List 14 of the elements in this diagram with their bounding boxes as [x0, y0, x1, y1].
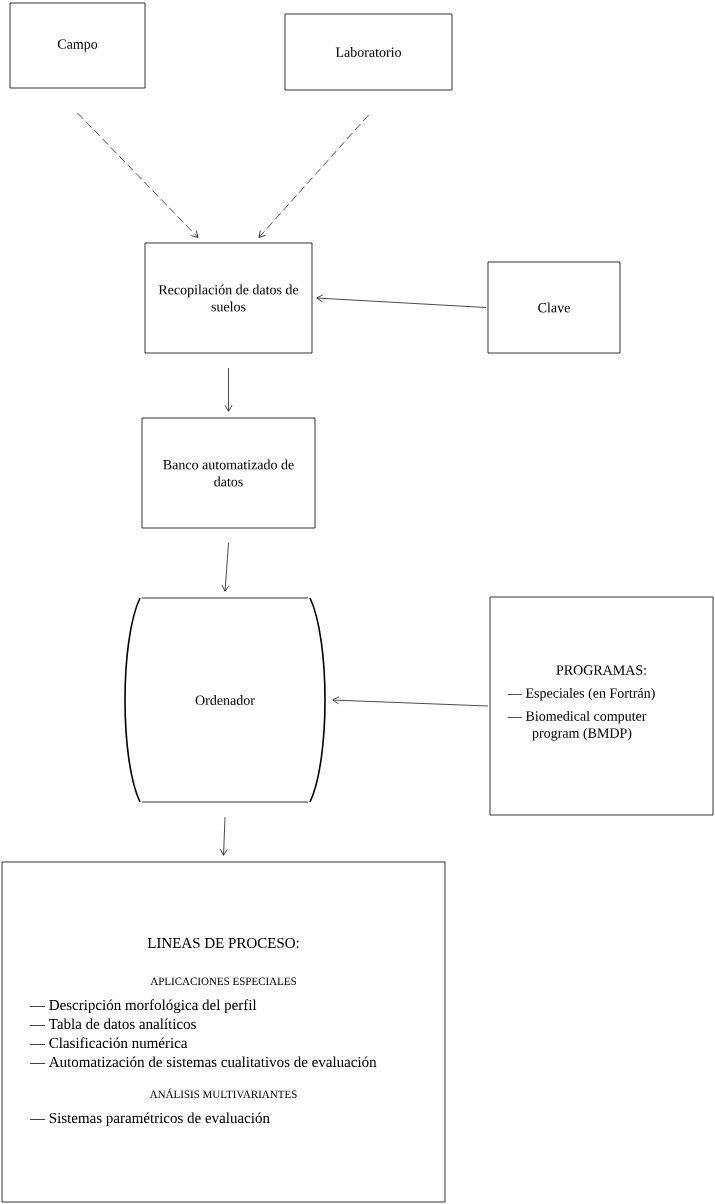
arrow — [224, 367, 233, 412]
process-box: Campo — [9, 2, 146, 89]
text-box: LINEAS DE PROCESO: APLICACIONES ESPECIALES — Descripción morfológica del perfil — Tabla de datos analíticos — Clasificación numérica — Automatización de sistemas cualitativos de evaluación ANÁLISIS MULTIVARIANTES — Sistemas paramétricos de evaluación — [1, 861, 446, 1203]
arrow — [258, 114, 369, 238]
process-box: Clave — [487, 261, 621, 354]
arrow — [332, 696, 489, 707]
arrow — [77, 112, 199, 238]
process-box: Recopilación de datos de suelos — [144, 242, 313, 354]
text-box: PROGRAMAS: — Especiales (en Fortrán) — Biomedical computer program (BMDP) — [489, 596, 714, 816]
process-box: Banco automatizado de datos — [141, 417, 316, 529]
process-box: Laboratorio — [284, 13, 453, 91]
arrow — [221, 542, 230, 592]
arrow — [219, 816, 228, 856]
arrow — [316, 294, 487, 308]
